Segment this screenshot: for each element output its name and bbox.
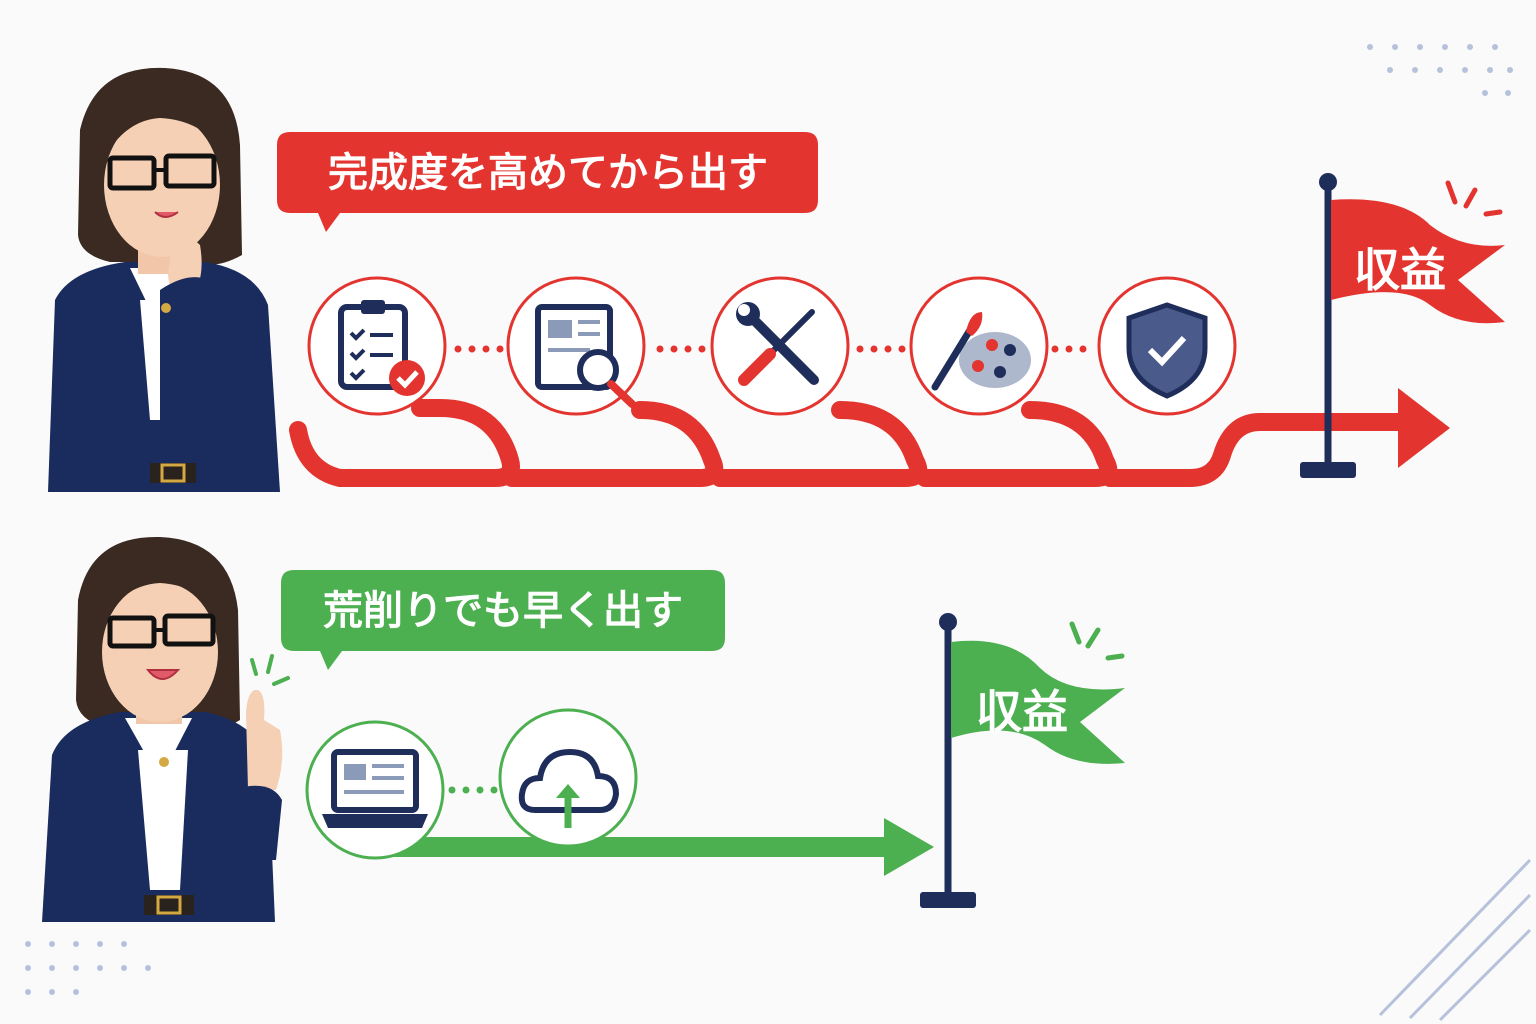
decorative-lines bbox=[1378, 858, 1532, 1022]
decorative-dots-top bbox=[1367, 44, 1513, 96]
arrow-head-bottom bbox=[884, 818, 934, 876]
sparkle-lines-top bbox=[1445, 180, 1503, 217]
decorative-dots-bottom bbox=[25, 941, 151, 995]
step-document-search bbox=[506, 276, 646, 416]
winding-path-top bbox=[289, 399, 1419, 487]
speech-bubble-bottom: 荒削りでも早く出す bbox=[281, 570, 725, 670]
speech-bubble-bottom-text: 荒削りでも早く出す bbox=[323, 588, 683, 634]
paint-palette-icon bbox=[931, 312, 1031, 391]
speech-bubble-top-text: 完成度を高めてから出す bbox=[328, 150, 768, 196]
flag-bottom-label: 収益 bbox=[976, 685, 1068, 739]
flag-bottom: 収益 bbox=[920, 613, 1125, 908]
step-clipboard bbox=[307, 276, 447, 416]
clipboard-check-icon bbox=[338, 300, 425, 396]
woman-thinking-illustration bbox=[48, 67, 280, 492]
document-search-icon bbox=[535, 304, 636, 408]
step-connectors-bottom bbox=[448, 786, 498, 794]
sparkle-lines-bottom bbox=[1069, 621, 1125, 661]
step-tools bbox=[710, 276, 850, 416]
step-laptop bbox=[305, 720, 445, 860]
speech-bubble-top: 完成度を高めてから出す bbox=[277, 132, 818, 232]
step-connectors-top bbox=[454, 345, 1087, 353]
step-palette bbox=[909, 276, 1049, 416]
flag-top-label: 収益 bbox=[1354, 243, 1446, 297]
straight-path-bottom bbox=[380, 818, 934, 876]
laptop-icon bbox=[322, 749, 428, 828]
step-shield bbox=[1097, 276, 1237, 416]
step-cloud-upload bbox=[498, 708, 638, 848]
shield-check-icon bbox=[1126, 302, 1208, 399]
cloud-upload-icon bbox=[518, 748, 620, 828]
arrow-head-top bbox=[1398, 388, 1450, 468]
flag-top: 収益 bbox=[1300, 173, 1505, 478]
woman-pointing-illustration bbox=[42, 536, 290, 922]
wrench-screwdriver-icon bbox=[736, 302, 819, 386]
